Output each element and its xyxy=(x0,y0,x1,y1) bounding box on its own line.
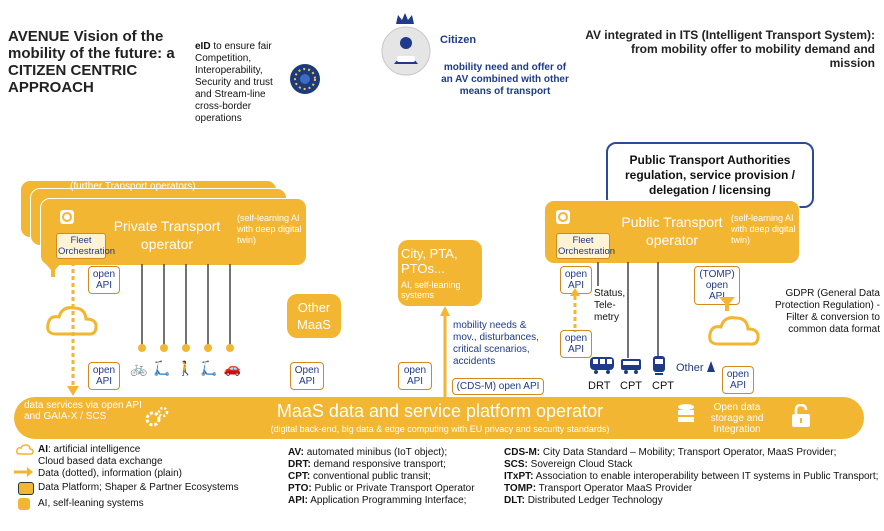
abbrev-itxpt: ITxPT: Association to enable interoperab… xyxy=(504,471,879,482)
city-open-api[interactable]: open API xyxy=(398,362,432,390)
cpt-tram-icon xyxy=(653,356,665,375)
other-maas-api[interactable]: Open API xyxy=(290,362,324,390)
public-title-2: operator xyxy=(645,232,699,248)
abbrev-dlt: DLT: Distributed Ledger Technology xyxy=(504,495,663,506)
self-learning-icon-public xyxy=(556,210,570,224)
platform-sub: (digital back-end, big data & edge compu… xyxy=(270,424,610,434)
legend-cloud-icon xyxy=(16,444,34,455)
cpt-label-1: CPT xyxy=(620,380,642,392)
legend-platform-text: Data Platform; Shaper & Partner Ecosyste… xyxy=(38,482,239,493)
cpt-label-2: CPT xyxy=(652,380,674,392)
public-open-api-2[interactable]: open API xyxy=(560,330,592,358)
public-open-api-3[interactable]: open API xyxy=(722,366,754,394)
funnel-icon-right xyxy=(719,297,735,311)
citizen-icon xyxy=(381,26,431,76)
abbrev-cdsm: CDS-M: City Data Standard – Mobility; Tr… xyxy=(504,447,837,458)
public-connectors xyxy=(597,262,659,358)
gears-icon xyxy=(145,406,169,427)
legend-selflearn: AI, self-leaning systems xyxy=(14,498,264,512)
maas-platform-bar xyxy=(14,397,864,439)
public-title-1: Public Transport xyxy=(621,214,723,230)
eid-emblem-icon xyxy=(290,64,320,94)
eid-text: eID to ensure fair Competition, Interope… xyxy=(195,41,285,125)
abbrev-scs: SCS: Sovereign Cloud Stack xyxy=(504,459,633,470)
pta-box: Public Transport Authorities regulation,… xyxy=(606,142,814,208)
public-operator-box: Public Transport operator (self-learning… xyxy=(544,200,800,264)
citizen-text: mobility need and offer of an AV combine… xyxy=(441,62,569,97)
cpt-bus-icon xyxy=(621,359,641,374)
eid-desc: to ensure fair Competition, Interoperabi… xyxy=(195,41,273,124)
platform-left-text: data services via open API and GAIA-X / … xyxy=(24,400,142,422)
drt-vehicle-icon xyxy=(590,357,614,374)
city-box: City, PTA, PTOs... AI, self-leaning syst… xyxy=(398,240,482,306)
abbrev-pto: PTO: Public or Private Transport Operato… xyxy=(288,483,475,494)
legend-ai-rest: : artificial intelligence xyxy=(48,444,141,455)
private-operator-title: Private Transport operator xyxy=(113,218,221,252)
gdpr-text: GDPR (General Data Protection Regulation… xyxy=(774,288,880,335)
private-self-learning: (self-learning AI with deep digital twin… xyxy=(237,213,302,245)
legend-selflearn-icon xyxy=(18,498,30,510)
abbrev-drt: DRT: demand responsive transport; xyxy=(288,459,446,470)
legend: AI: artificial intelligence Cloud based … xyxy=(14,444,264,512)
legend-data: Data (dotted), information (plain) xyxy=(14,467,264,480)
its-title: AV integrated in ITS (Intelligent Transp… xyxy=(585,28,875,70)
legend-cloud: Cloud based data exchange xyxy=(38,456,163,467)
crown-icon xyxy=(396,13,414,24)
abbreviations-col-1: AV: automated minibus (IoT object); DRT:… xyxy=(288,447,502,507)
citizen-label: Citizen xyxy=(440,34,477,46)
other-vehicle-label: Other xyxy=(676,362,704,374)
private-connectors xyxy=(138,264,234,352)
private-data-arrow xyxy=(67,262,79,396)
cloud-icon xyxy=(46,306,98,336)
legend-platform: Data Platform; Shaper & Partner Ecosyste… xyxy=(14,482,264,496)
public-self-learning: (self-learning AI with deep digital twin… xyxy=(731,213,796,245)
public-left-arrow xyxy=(570,288,580,332)
abbreviations-col-2: CDS-M: City Data Standard – Mobility; Tr… xyxy=(504,447,880,507)
platform-title: MaaS data and service platform operator xyxy=(276,401,604,421)
city-title: City, PTA, PTOs... xyxy=(401,246,458,276)
abbrev-av: AV: automated minibus (IoT object); xyxy=(288,447,448,458)
drt-label: DRT xyxy=(588,380,611,392)
abbrev-api: API: Application Programming Interface; xyxy=(288,495,467,506)
platform-right-text: Open data storage and Integration xyxy=(710,402,764,435)
public-operator-title: Public Transport operator xyxy=(617,213,727,249)
private-open-api-bottom[interactable]: open API xyxy=(88,362,120,390)
mobility-needs-text: mobility needs & mov., disturbances, cri… xyxy=(453,320,539,367)
abbrev-tomp: TOMP: Transport Operator MaaS Provider xyxy=(504,483,693,494)
status-telemetry: Status, Tele-metry xyxy=(594,288,626,323)
database-icon xyxy=(678,404,694,422)
legend-platform-swatch xyxy=(18,482,34,495)
legend-ai: AI: artificial intelligence xyxy=(14,444,264,456)
other-maas-box: Other MaaS xyxy=(287,294,341,338)
self-learning-icon xyxy=(60,210,74,224)
main-title: AVENUE Vision of the mobility of the fut… xyxy=(8,28,175,96)
fleet-orchestration-public: Fleet Orchestration xyxy=(556,233,616,259)
further-operators: (further Transport operators) xyxy=(70,181,196,192)
cloud-icon-right xyxy=(708,316,760,346)
legend-arrow-icon xyxy=(14,467,33,477)
cdsm-open-api[interactable]: (CDS-M) open API xyxy=(452,378,544,395)
funnel-icon-left xyxy=(45,263,61,277)
legend-selflearn-text: AI, self-leaning systems xyxy=(38,498,144,509)
private-open-api-top[interactable]: open API xyxy=(88,266,120,294)
legend-ai-bold: AI xyxy=(38,444,48,455)
city-sub: AI, self-leaning systems xyxy=(401,280,461,300)
abbrev-cpt: CPT: conventional public transit; xyxy=(288,471,431,482)
fleet-orchestration-private: Fleet Orchestration xyxy=(56,233,116,259)
other-vehicle-icon xyxy=(707,361,715,372)
legend-data-text: Data (dotted), information (plain) xyxy=(38,468,182,479)
mobility-modes-icons: 🚲🛴🚶🛴🚗 xyxy=(130,360,248,376)
city-up-arrow xyxy=(440,306,450,398)
lock-icon xyxy=(792,404,810,427)
eid-bold: eID xyxy=(195,41,211,52)
